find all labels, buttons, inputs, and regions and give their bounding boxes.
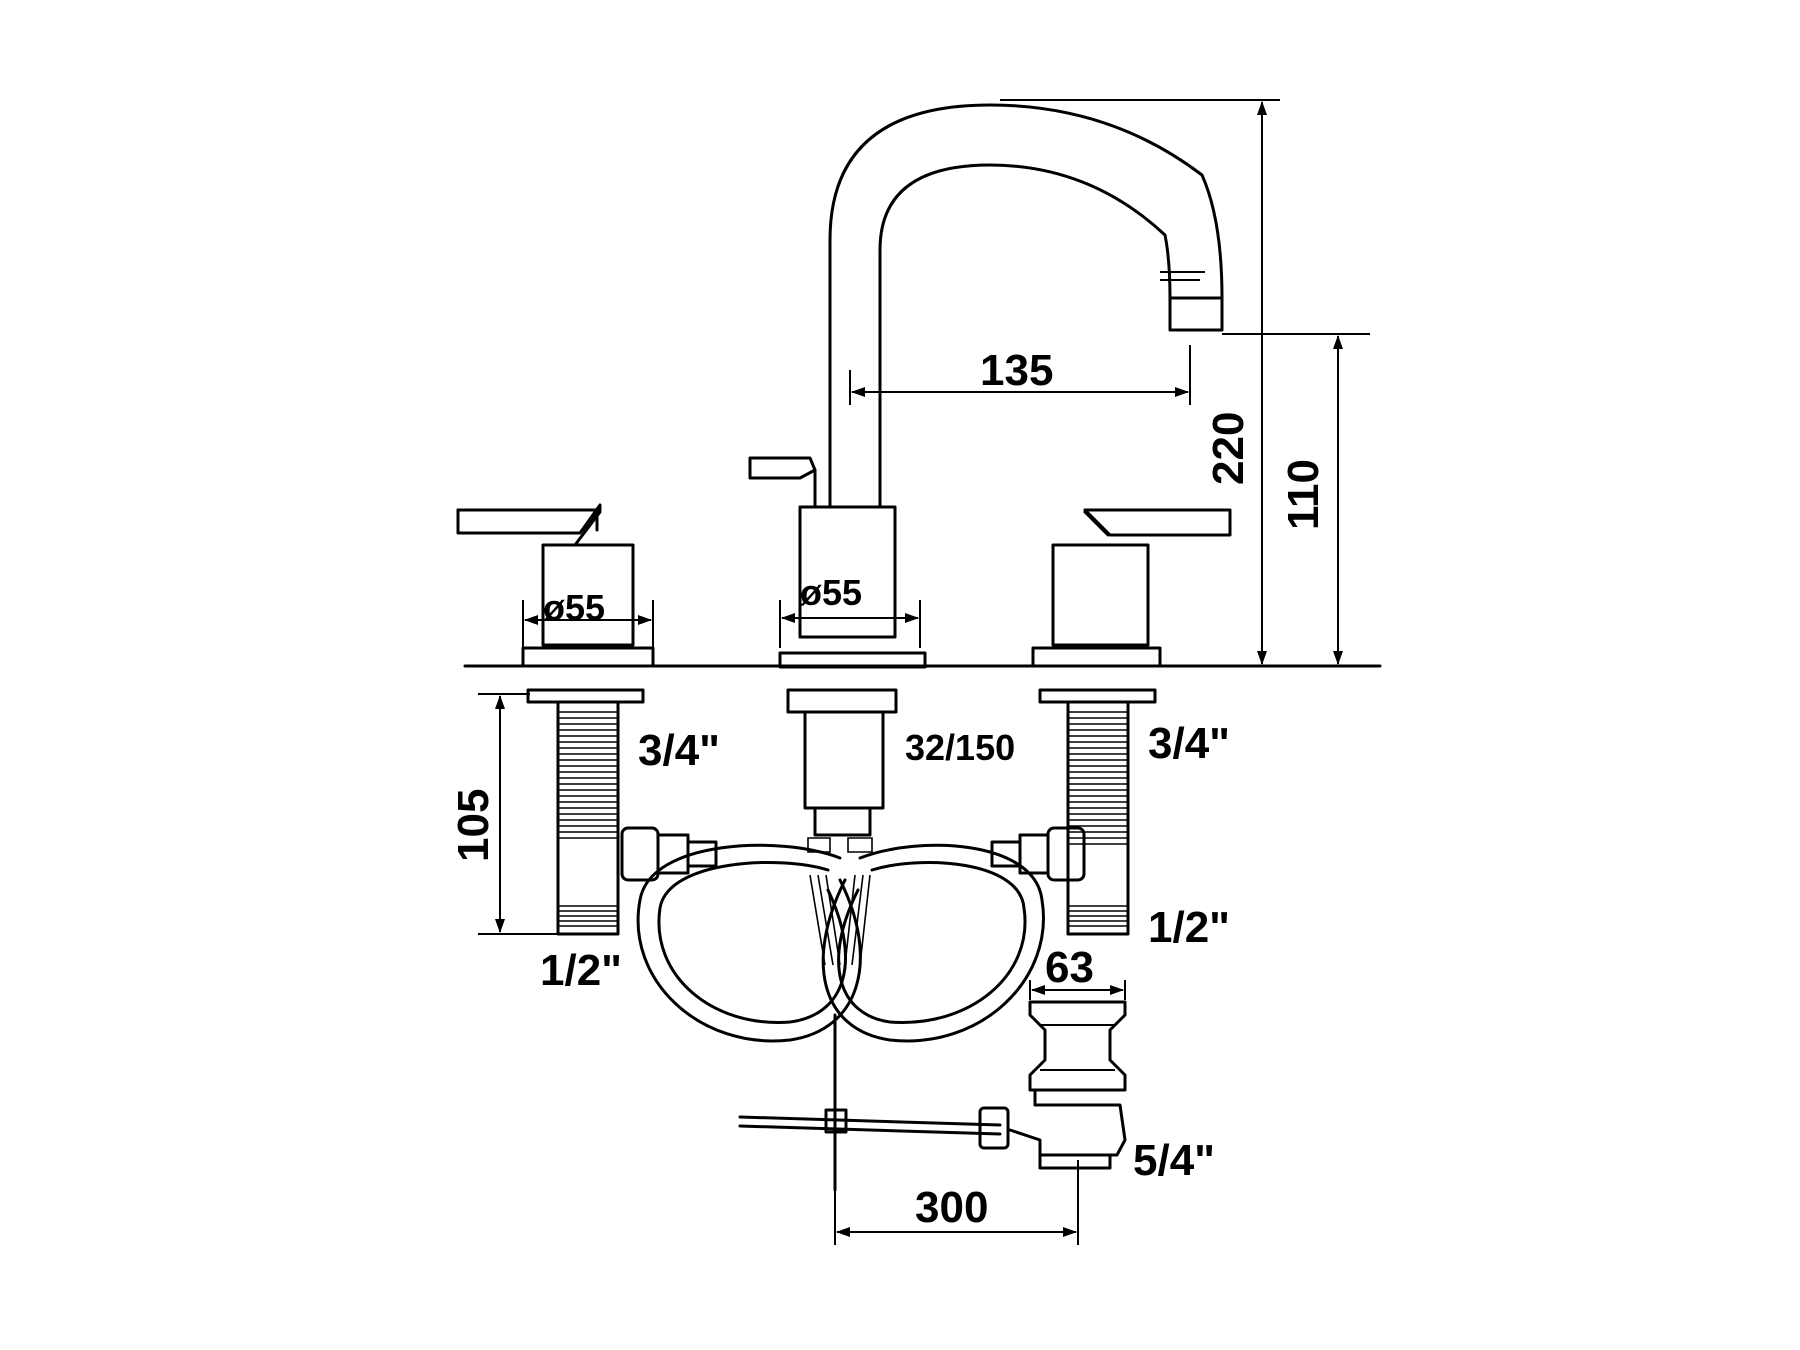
flexible-hoses bbox=[636, 843, 1045, 1043]
spout bbox=[828, 103, 1224, 509]
left-inlet-top-label: 3/4" bbox=[638, 726, 720, 775]
right-inlet-bottom-label: 1/2" bbox=[1148, 903, 1230, 952]
right-handle bbox=[1031, 508, 1232, 668]
drain-width-label: 63 bbox=[1045, 943, 1094, 992]
center-tail-label: 32/150 bbox=[905, 727, 1015, 768]
left-handle-diameter-label: ø55 bbox=[543, 587, 605, 628]
center-body bbox=[748, 456, 927, 669]
spout-height-label: 110 bbox=[1279, 459, 1328, 530]
right-inlet-top-label: 3/4" bbox=[1148, 719, 1230, 768]
total-height-label: 220 bbox=[1204, 412, 1253, 485]
drain-outlet-label: 5/4" bbox=[1133, 1136, 1215, 1185]
hose-connectors bbox=[620, 826, 1086, 882]
center-tail bbox=[786, 688, 898, 853]
drain-assembly bbox=[1008, 1000, 1127, 1170]
left-shank bbox=[526, 688, 645, 936]
left-inlet-bottom-label: 1/2" bbox=[540, 946, 622, 995]
left-handle bbox=[456, 503, 655, 668]
right-shank bbox=[1038, 688, 1157, 936]
pop-up-length-label: 300 bbox=[915, 1183, 988, 1232]
shank-length-label: 105 bbox=[449, 789, 498, 862]
center-body-diameter-label: ø55 bbox=[800, 572, 862, 613]
spout-reach-label: 135 bbox=[980, 346, 1053, 395]
dimension-lines bbox=[478, 99, 1370, 1245]
